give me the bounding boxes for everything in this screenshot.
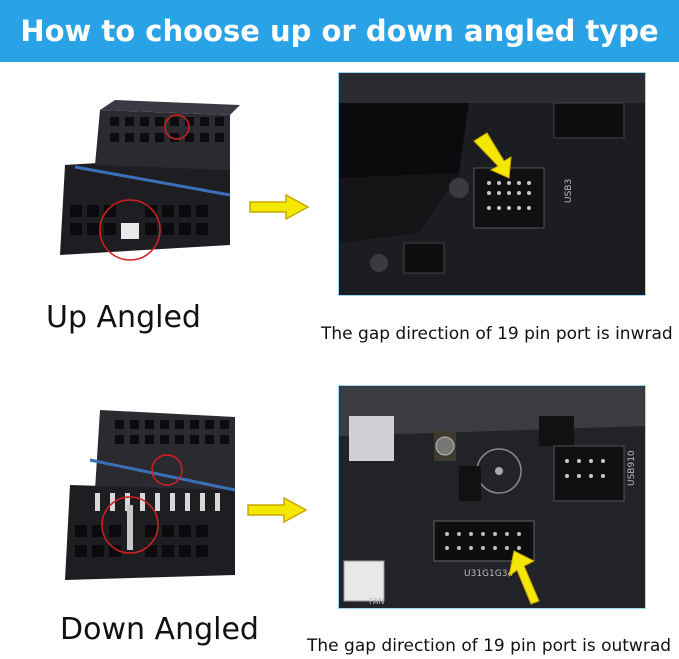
down-angled-caption: The gap direction of 19 pin port is outw… — [307, 636, 672, 656]
down-motherboard-photo: U31G1G34 USB910 FAN — [338, 385, 646, 609]
down-board-arrow-icon — [508, 550, 540, 605]
up-gap-circle-top — [164, 114, 190, 140]
down-silkscreen-usb: USB910 — [627, 450, 637, 486]
banner-title: How to choose up or down angled type — [20, 14, 659, 48]
up-gap-circle-front — [99, 199, 161, 261]
down-silkscreen-port: U31G1G34 — [464, 569, 513, 579]
down-arrow-icon — [246, 495, 308, 525]
up-angled-adapter-photo — [45, 95, 245, 270]
down-angled-adapter-photo — [55, 405, 245, 590]
up-motherboard-photo: USB3 — [338, 72, 646, 296]
up-board-arrow-icon — [473, 132, 512, 179]
down-gap-circle-top — [151, 454, 183, 486]
up-angled-caption: The gap direction of 19 pin port is inwr… — [321, 324, 673, 344]
title-banner: How to choose up or down angled type — [0, 0, 679, 62]
down-angled-label: Down Angled — [60, 612, 259, 647]
up-arrow-icon — [248, 192, 310, 222]
up-angled-label: Up Angled — [46, 300, 201, 335]
up-silkscreen-usb3: USB3 — [564, 179, 574, 203]
down-gap-circle-front — [101, 496, 159, 554]
down-silkscreen-fan: FAN — [369, 597, 384, 606]
